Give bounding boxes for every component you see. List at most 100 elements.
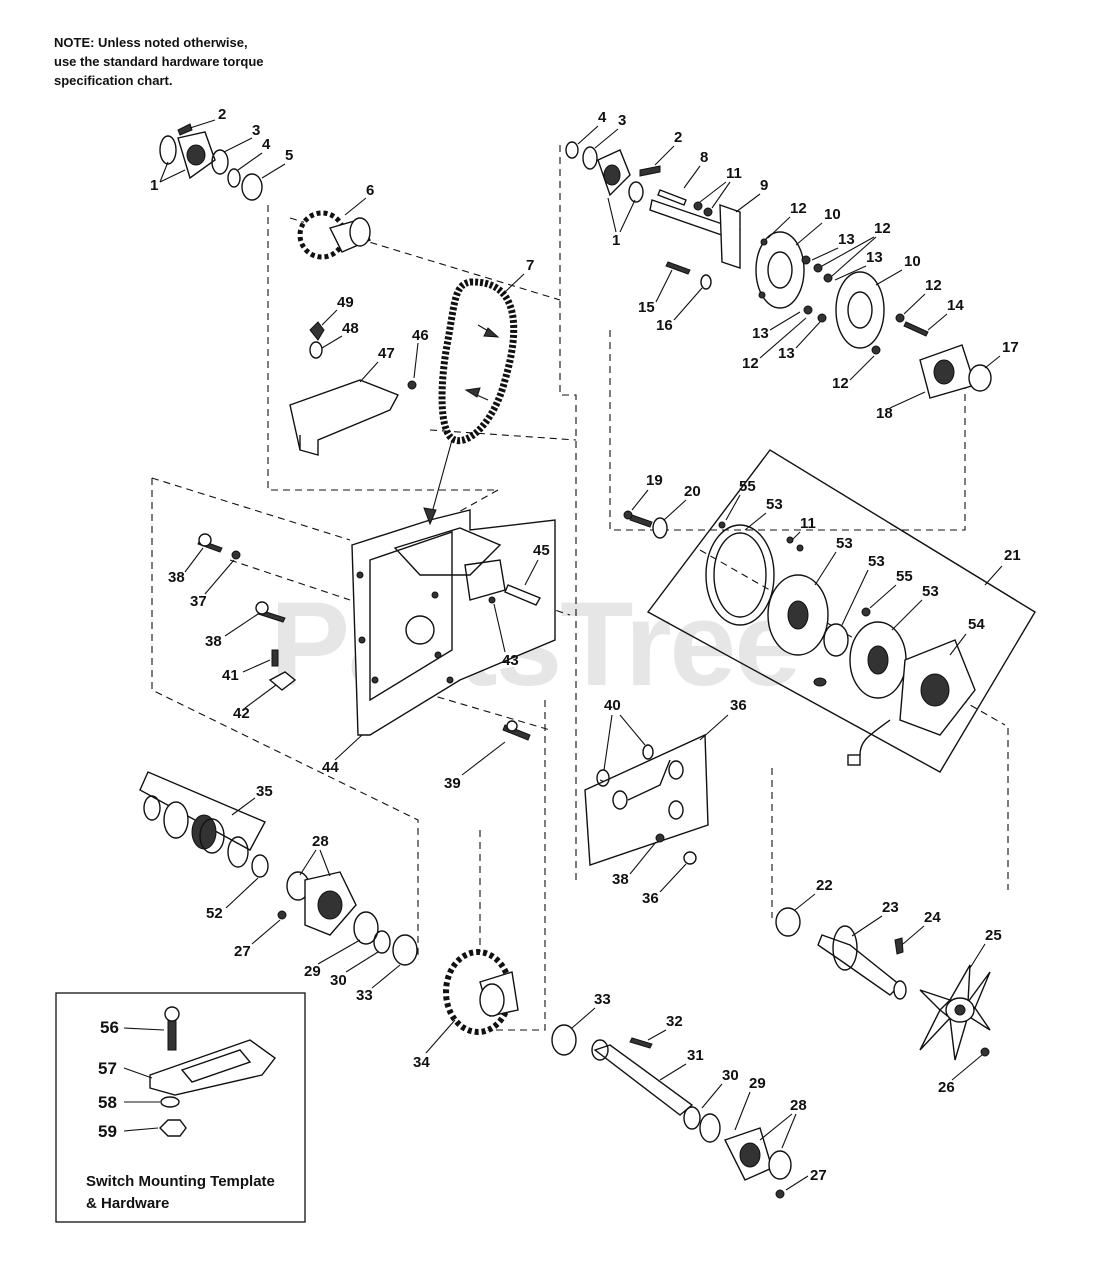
callout-4a: 4 [262, 136, 271, 153]
callout-20: 20 [684, 483, 701, 500]
callout-27b: 27 [810, 1167, 827, 1184]
note-line-2: use the standard hardware torque [54, 54, 264, 69]
callout-3b: 3 [618, 112, 626, 129]
callout-59: 59 [98, 1122, 117, 1141]
callout-13d: 13 [778, 345, 795, 362]
torque-note: NOTE: Unless noted otherwise, use the st… [54, 33, 354, 90]
callout-3a: 3 [252, 122, 260, 139]
callout-17: 17 [1002, 339, 1019, 356]
callout-58: 58 [98, 1093, 117, 1112]
callout-55a: 55 [739, 478, 756, 495]
fan-25 [919, 964, 991, 1061]
callout-33b: 33 [594, 991, 611, 1008]
callout-5: 5 [285, 147, 293, 164]
callout-12a: 12 [790, 200, 807, 217]
callout-21: 21 [1004, 547, 1021, 564]
callout-19: 19 [646, 472, 663, 489]
callout-34: 34 [413, 1054, 430, 1071]
callout-11a: 11 [726, 165, 742, 182]
callout-55b: 55 [896, 568, 913, 585]
callout-15: 15 [638, 299, 655, 316]
callout-29a: 29 [304, 963, 321, 980]
callout-35: 35 [256, 783, 273, 800]
callout-46: 44 [322, 759, 339, 776]
callout-50: 48 [342, 320, 359, 337]
bracket-36 [584, 733, 709, 866]
callout-49: 47 [378, 345, 395, 362]
callout-2a: 2 [218, 106, 226, 123]
callout-56: 56 [100, 1018, 119, 1037]
callout-13c: 13 [752, 325, 769, 342]
callout-29b: 29 [749, 1075, 766, 1092]
callout-27a: 27 [234, 943, 251, 960]
callout-51: 49 [337, 294, 354, 311]
callout-12b: 12 [874, 220, 891, 237]
callout-6: 6 [366, 182, 374, 199]
clutch-group-21 [623, 449, 1036, 773]
callout-9: 9 [760, 177, 768, 194]
callout-33a: 33 [356, 987, 373, 1004]
callout-10b: 10 [904, 253, 921, 270]
bottom-shaft-stack [551, 1024, 792, 1199]
callout-37: 36 [642, 890, 659, 907]
callout-26: 26 [938, 1079, 955, 1096]
inset-caption-line-2: & Hardware [86, 1195, 170, 1212]
note-line-3: specification chart. [54, 73, 173, 88]
inset-caption: Switch Mounting Template & Hardware [86, 1171, 275, 1215]
callout-53a: 53 [766, 496, 783, 513]
callout-57: 57 [98, 1059, 117, 1078]
note-line-1: NOTE: Unless noted otherwise, [54, 35, 248, 50]
callout-30b: 30 [722, 1067, 739, 1084]
callout-36: 36 [730, 697, 747, 714]
callout-42: 40 [604, 697, 621, 714]
callout-16: 16 [656, 317, 673, 334]
callout-11b: 11 [800, 515, 816, 532]
switch-template-inset [55, 992, 306, 1223]
sprocket-6 [297, 210, 372, 260]
left-bearing-stack [139, 771, 418, 966]
callout-8: 8 [700, 149, 708, 166]
callout-31: 31 [687, 1047, 704, 1064]
main-plate-46 [351, 509, 556, 736]
gear-34 [443, 949, 519, 1035]
callout-2b: 2 [674, 129, 682, 146]
callout-12c: 12 [925, 277, 942, 294]
callout-38b: 38 [612, 871, 629, 888]
guard-49 [289, 321, 417, 456]
callout-25: 25 [985, 927, 1002, 944]
callout-12d: 12 [832, 375, 849, 392]
callout-43: 41 [222, 667, 239, 684]
assembly-guides [151, 145, 1009, 1031]
callout-52: 52 [206, 905, 223, 922]
callout-18: 18 [876, 405, 893, 422]
callout-1b: 1 [612, 232, 620, 249]
callout-38a: 37 [190, 593, 207, 610]
callout-39: 38 [205, 633, 222, 650]
callout-14: 14 [947, 297, 964, 314]
callout-54: 54 [968, 616, 985, 633]
callout-47: 45 [533, 542, 550, 559]
callout-28a: 28 [312, 833, 329, 850]
inset-caption-line-1: Switch Mounting Template [86, 1173, 275, 1190]
callouts: 1 2 3 4 5 6 7 49 48 46 47 38 [98, 106, 1021, 1191]
callout-28b: 28 [790, 1097, 807, 1114]
callout-48: 46 [412, 327, 429, 344]
callout-40: 38 [168, 569, 185, 586]
callout-7: 7 [526, 257, 534, 274]
callout-53d: 53 [922, 583, 939, 600]
callout-13a: 13 [838, 231, 855, 248]
callout-30a: 30 [330, 972, 347, 989]
callout-13b: 13 [866, 249, 883, 266]
callout-45: 43 [502, 652, 519, 669]
chain-7 [438, 278, 518, 445]
top-left-bearing [159, 123, 263, 201]
callout-23: 23 [882, 899, 899, 916]
callout-4b: 4 [598, 109, 607, 126]
callout-24: 24 [924, 909, 941, 926]
callout-41: 39 [444, 775, 461, 792]
callout-32: 32 [666, 1013, 683, 1030]
callout-44: 42 [233, 705, 250, 722]
callout-12e: 12 [742, 355, 759, 372]
callout-53c: 53 [868, 553, 885, 570]
